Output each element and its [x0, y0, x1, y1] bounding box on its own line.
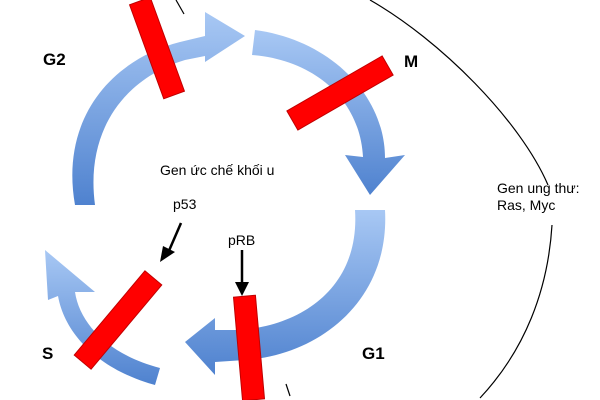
- cycle-arrow-bottom: [185, 210, 386, 375]
- block-bar-s: [73, 270, 163, 370]
- prb-arrowhead: [235, 282, 249, 296]
- block-bar-g1: [232, 294, 266, 400]
- prb-label: pRB: [228, 232, 256, 248]
- oncogene-bracket-upper: [369, 0, 549, 186]
- tick-top: [175, 0, 185, 15]
- cycle-arrow-left: [45, 250, 160, 385]
- oncogene-label-line2: Ras, Myc: [497, 197, 556, 213]
- phase-label-g1: G1: [362, 344, 385, 363]
- annotation-lines: [175, 0, 553, 399]
- phase-label-s: S: [42, 344, 54, 363]
- pointer-arrows: [160, 222, 249, 296]
- block-bar-g2: [128, 0, 186, 100]
- phase-label-g2: G2: [43, 50, 66, 69]
- cycle-arrow-right: [252, 30, 405, 195]
- p53-arrow: [166, 222, 183, 254]
- center-label: Gen ức chế khối u: [160, 162, 275, 178]
- oncogene-bracket-lower: [479, 224, 553, 399]
- p53-arrowhead: [160, 246, 175, 262]
- p53-label: p53: [173, 196, 197, 212]
- phase-label-m: M: [404, 52, 419, 71]
- oncogene-label: Gen ung thư: Ras, Myc: [497, 180, 597, 214]
- tick-bottom: [285, 383, 291, 397]
- inhibition-bars: [73, 0, 394, 400]
- block-bar-m: [286, 55, 394, 131]
- oncogene-label-line1: Gen ung thư:: [497, 180, 580, 196]
